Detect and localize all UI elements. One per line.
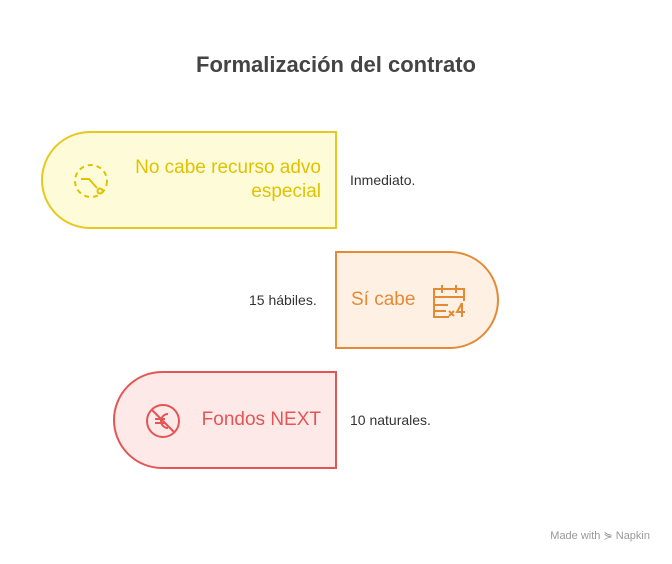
time-10-naturales: 10 naturales. <box>350 412 431 428</box>
option-label: Fondos NEXT <box>201 409 321 430</box>
page-title: Formalización del contrato <box>196 52 476 77</box>
time-15-habiles: 15 hábiles. <box>249 292 317 308</box>
option-si-cabe: Sí cabe <box>335 251 499 349</box>
euro-crossed-icon <box>146 404 180 438</box>
dashed-clock-icon <box>74 164 108 198</box>
calendar-x4-icon <box>433 285 465 318</box>
time-inmediato: Inmediato. <box>350 172 416 188</box>
option-no-cabe-recurso: No cabe recurso advo especial <box>41 131 337 229</box>
option-label: Sí cabe <box>351 289 416 310</box>
option-fondos-next: Fondos NEXT <box>113 371 337 469</box>
option-label-line2: especial <box>251 181 321 202</box>
option-label-line1: No cabe recurso advo <box>135 157 321 178</box>
napkin-watermark: Made with ⋟ Napkin <box>550 530 650 542</box>
